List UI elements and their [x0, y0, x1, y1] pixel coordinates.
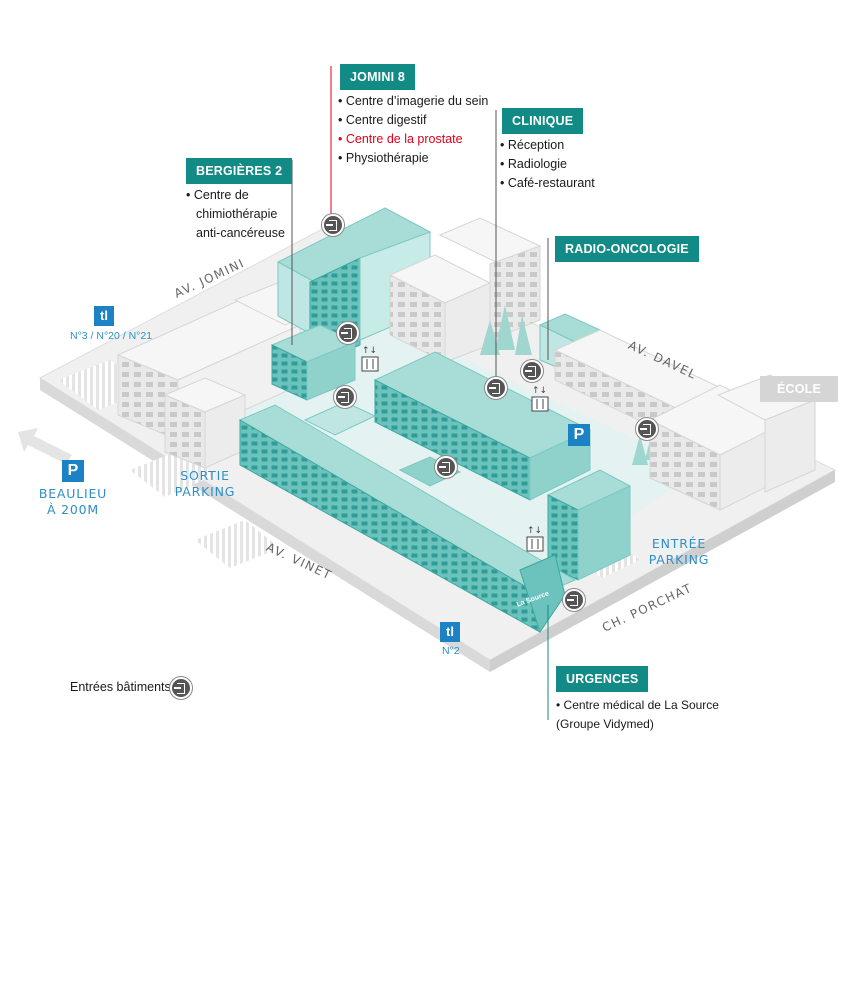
- beaulieu-arrow: [18, 428, 72, 464]
- beaulieu-parking-label: BEAULIEU À 200M: [38, 486, 108, 517]
- list-item: • Centre médical de La Source: [556, 698, 719, 712]
- list-item-continued: (Groupe Vidymed): [556, 717, 654, 731]
- list-item-continued: anti-cancéreuse: [196, 226, 285, 240]
- jomini8-list: Centre d’imagerie du sein Centre digesti…: [338, 92, 488, 168]
- label-urgences: URGENCES: [556, 666, 649, 692]
- entry-icon: [337, 322, 359, 344]
- list-item-highlight: Centre de la prostate: [338, 130, 488, 149]
- entry-icon: [521, 360, 543, 382]
- entry-icon: [322, 214, 344, 236]
- list-item: Centre digestif: [338, 111, 488, 130]
- clinique-list: Réception Radiologie Café-restaurant: [500, 136, 595, 193]
- gray-buildings-center: [388, 217, 542, 363]
- sortie-parking-label: SORTIE PARKING: [174, 468, 236, 499]
- legend-entrances: Entrées bâtiments: [70, 680, 171, 694]
- label-bergieres2: BERGIÈRES 2: [186, 158, 293, 184]
- list-item: Café-restaurant: [500, 174, 595, 193]
- list-item: Radiologie: [500, 155, 595, 174]
- legend-label: Entrées bâtiments: [70, 680, 171, 694]
- transit-lines-bottom: N°2: [442, 645, 460, 657]
- list-item: Réception: [500, 136, 595, 155]
- list-item-continued: chimiothérapie: [196, 207, 278, 221]
- svg-text:↑↓: ↑↓: [527, 526, 542, 536]
- parking-icon: P: [62, 460, 84, 482]
- tl-transit-icon: tl: [94, 306, 114, 326]
- list-item: • Centre de: [186, 188, 249, 202]
- label-clinique: CLINIQUE: [502, 108, 584, 134]
- bergieres-list: • Centre de chimiothérapie anti-cancéreu…: [186, 186, 285, 243]
- entry-icon: [334, 386, 356, 408]
- label-ecole: ÉCOLE: [760, 376, 838, 402]
- list-item: Physiothérapie: [338, 149, 488, 168]
- label-jomini8: JOMINI 8: [340, 64, 416, 90]
- tl-transit-icon: tl: [440, 622, 460, 642]
- svg-text:↑↓: ↑↓: [532, 386, 547, 396]
- transit-lines-top: N°3 / N°20 / N°21: [70, 330, 153, 342]
- list-item: Centre d’imagerie du sein: [338, 92, 488, 111]
- leader-lines: [291, 66, 549, 720]
- entry-icon: [636, 418, 658, 440]
- trees: [480, 305, 656, 465]
- svg-text:↑↓: ↑↓: [362, 346, 377, 356]
- label-radio-oncologie: RADIO-ONCOLOGIE: [555, 236, 699, 262]
- entry-icon: [485, 377, 507, 399]
- entry-icon: [563, 589, 585, 611]
- building-bergieres2: [270, 324, 357, 401]
- elevator-icon: ↑↓ ↑↓ ↑↓: [361, 346, 549, 552]
- entry-icon: [435, 456, 457, 478]
- building-clinique: [303, 351, 632, 581]
- entry-icon: [170, 677, 192, 699]
- entree-parking-label: ENTRÉE PARKING: [648, 536, 710, 567]
- parking-icon: P: [568, 424, 590, 446]
- urgences-list: • Centre médical de La Source (Groupe Vi…: [556, 696, 719, 734]
- building-la-source: [238, 404, 577, 634]
